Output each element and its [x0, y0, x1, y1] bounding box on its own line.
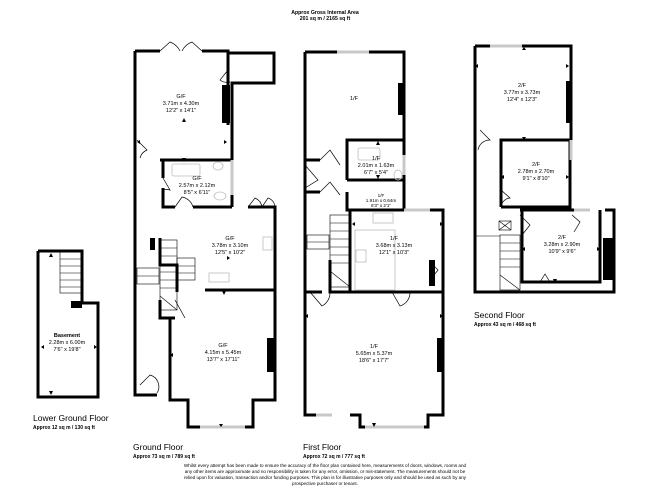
floor-area-first: Approx 72 sq m / 777 sq ft — [303, 454, 365, 460]
room-label-1f-middle-room: 1/F 3.68m x 3.13m 12'1" x 10'3" — [375, 236, 413, 256]
ground-floor-plan — [133, 49, 277, 429]
floor-area-lower-ground: Approx 12 sq m / 130 sq ft — [33, 425, 95, 431]
floor-area-second: Approx 43 sq m / 468 sq ft — [474, 322, 536, 328]
room-label-gf-bathroom: G/F 2.57m x 2.12m 8'5" x 6'11" — [178, 176, 216, 196]
room-label-2f-rear-room: 2/F 3.77m x 3.73m 12'4" x 12'3" — [503, 83, 541, 103]
room-label-1f-rear-room: 1/F — [350, 96, 358, 102]
room-label-gf-rear-reception: G/F 3.71m x 4.30m 12'2" x 14'1" — [162, 94, 200, 114]
room-label-gf-front-reception: G/F 4.15m x 5.45m 13'7" x 17'11" — [204, 343, 242, 363]
room-label-1f-front-room: 1/F 5.65m x 5.37m 18'6" x 17'7" — [355, 344, 393, 364]
room-label-basement: Basement 2.28m x 6.00m 7'6" x 19'8" — [48, 333, 86, 353]
room-label-1f-wc: 1/F 1.91m x 0.64m 6'3" x 2'1" — [365, 193, 397, 209]
floor-title-second: Second Floor — [474, 310, 525, 320]
gross-area-header: Approx Gross Internal Area 201 sq m / 21… — [0, 10, 650, 22]
room-label-1f-bathroom: 1/F 2.01m x 1.63m 6'7" x 5'4" — [357, 156, 395, 176]
floor-title-ground: Ground Floor — [133, 442, 184, 452]
gross-area-title: Approx Gross Internal Area — [291, 10, 359, 16]
gross-area-value: 201 sq m / 2165 sq ft — [299, 16, 351, 22]
room-label-2f-middle-room: 2/F 2.78m x 2.70m 9'1" x 8'10" — [517, 162, 555, 182]
first-floor-plan — [303, 50, 445, 429]
room-label-gf-kitchen: G/F 3.78m x 3.10m 12'5" x 10'2" — [211, 236, 249, 256]
disclaimer-text: Whilst every attempt has been made to en… — [183, 463, 467, 486]
floor-title-lower-ground: Lower Ground Floor — [33, 413, 109, 423]
floor-area-ground: Approx 73 sq m / 789 sq ft — [133, 454, 195, 460]
floor-title-first: First Floor — [303, 442, 342, 452]
room-label-2f-front-room: 2/F 3.28m x 2.90m 10'9" x 9'6" — [543, 235, 581, 255]
